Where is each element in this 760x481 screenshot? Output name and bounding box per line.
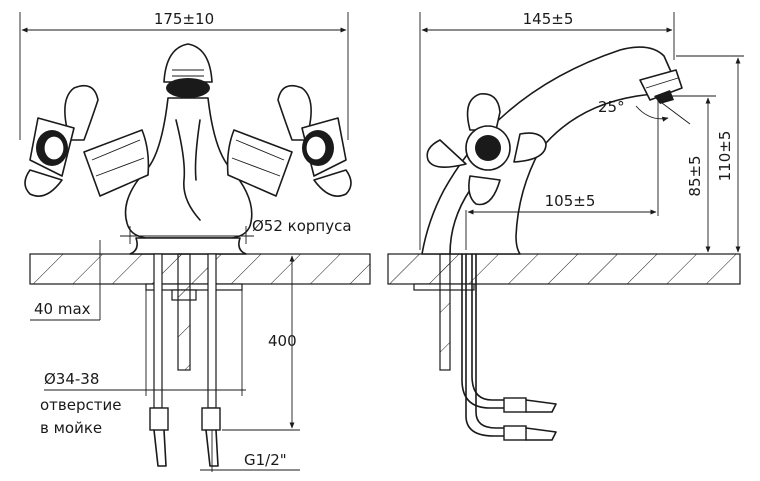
side-hoses (461, 253, 557, 441)
body-diameter-label: Ø52 корпуса (252, 217, 352, 235)
total-height-label: 110±5 (716, 131, 734, 182)
angle-label: 25° (598, 98, 625, 116)
front-aerator-nozzle (166, 78, 210, 98)
front-hoses (149, 253, 221, 467)
thread-label: G1/2" (244, 451, 287, 469)
side-aerator (639, 69, 683, 101)
front-aerator (163, 43, 213, 83)
hole-caption-line1: отверстие (40, 396, 121, 414)
side-body (421, 46, 673, 255)
front-countertop (29, 253, 371, 285)
front-left-handle (24, 84, 99, 197)
front-left-arm (83, 129, 150, 197)
width-dimension-label: 175±10 (154, 10, 214, 28)
side-handle (426, 93, 547, 206)
hose-length-label: 400 (268, 332, 297, 350)
hole-caption-line2: в мойке (40, 419, 102, 437)
front-base (129, 237, 247, 255)
side-threaded-stud (439, 253, 451, 371)
front-view: 175±10 (19, 10, 371, 472)
spout-height-label: 85±5 (686, 155, 704, 196)
hole-diameter-label: Ø34-38 (44, 370, 99, 388)
front-right-arm (226, 129, 293, 197)
angle-arc (635, 105, 669, 122)
reach-dimension-label: 105±5 (545, 192, 596, 210)
side-view: 145±5 105±5 25° 85±5 (387, 10, 744, 441)
depth-dimension-label: 145±5 (523, 10, 574, 28)
front-right-handle (277, 84, 352, 197)
max-thickness-label: 40 max (34, 300, 91, 318)
